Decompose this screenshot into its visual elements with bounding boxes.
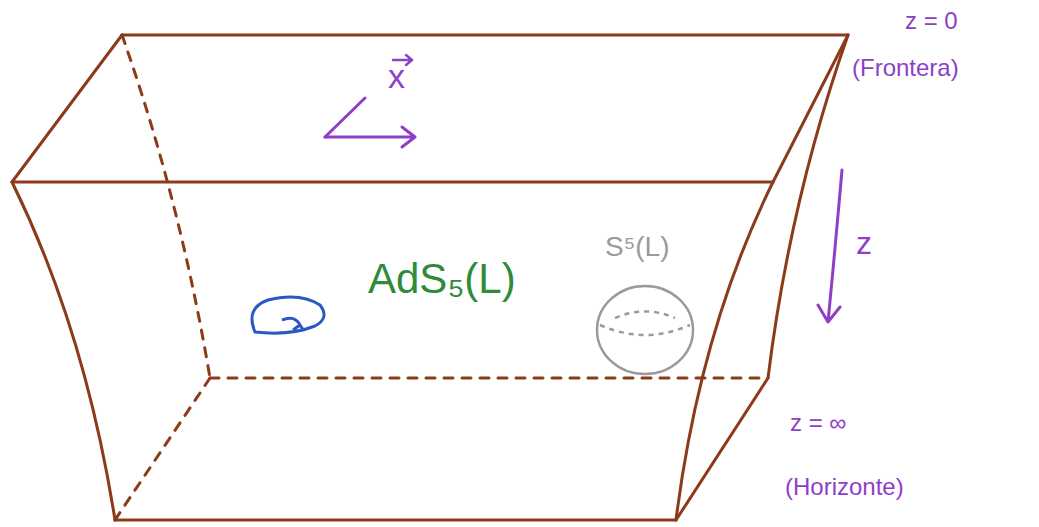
- horizon-coordinate: z = ∞: [790, 410, 846, 436]
- space-label: AdS₅(L): [368, 256, 516, 302]
- box-edge: [12, 35, 122, 182]
- box-edge: [122, 34, 848, 37]
- hidden-edge: [210, 377, 768, 380]
- box-edge: [768, 35, 848, 378]
- box-edge: [12, 182, 115, 520]
- boundary-coordinate: z = 0: [905, 8, 958, 34]
- box-edge: [676, 378, 768, 520]
- hidden-edge: [122, 35, 210, 378]
- box-edge: [676, 182, 773, 520]
- axis-arrow: [325, 127, 415, 147]
- axis-line: [325, 98, 365, 137]
- z-axis-arrow: [818, 170, 842, 322]
- loop-shape: [252, 297, 324, 333]
- sphere-equator: [600, 325, 690, 335]
- hidden-edge: [115, 378, 210, 520]
- box-edge: [115, 519, 676, 522]
- vector-label: x: [388, 58, 405, 95]
- horizon-label: (Horizonte): [785, 474, 904, 500]
- sphere-label: S⁵(L): [605, 232, 670, 263]
- boundary-label: (Frontera): [852, 55, 959, 81]
- box-edge: [12, 181, 773, 184]
- sphere-equator: [615, 312, 675, 319]
- axis-label: z: [856, 226, 872, 261]
- sphere: [597, 286, 693, 374]
